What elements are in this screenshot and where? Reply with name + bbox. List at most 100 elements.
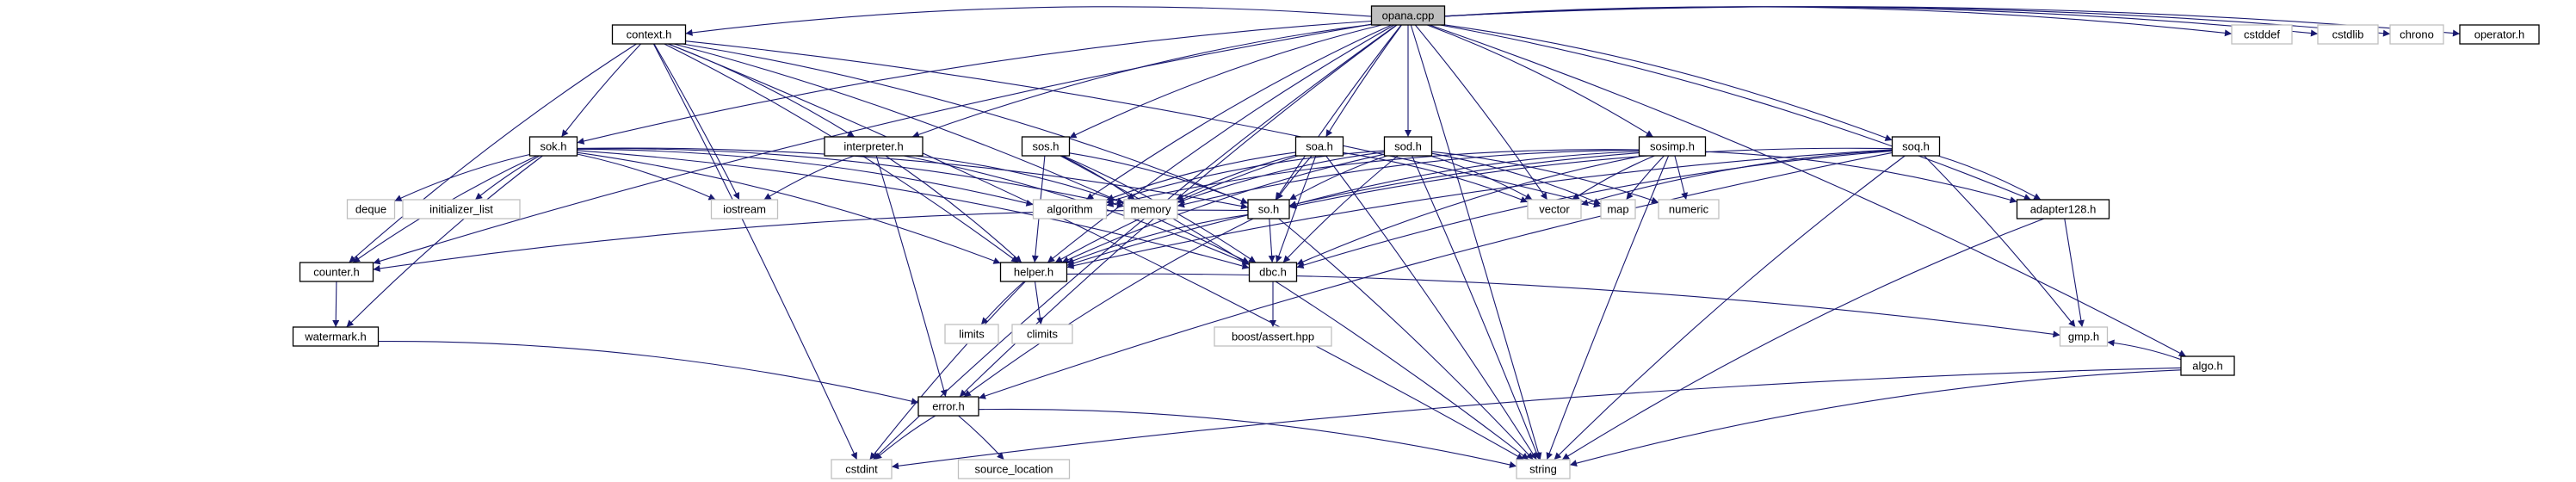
edge-opana-to-soa (1325, 24, 1402, 138)
edge-interpreter-to-helper (885, 155, 1022, 263)
node-box (2180, 355, 2235, 376)
node-label: climits (1027, 328, 1059, 341)
node-label: source_location (974, 463, 1053, 476)
node-box (957, 459, 1071, 479)
node-counter[interactable]: counter.h (299, 262, 374, 282)
node-label: cstddef (2244, 28, 2280, 41)
node-algo[interactable]: algo.h (2180, 355, 2235, 376)
node-label: soa.h (1306, 140, 1333, 153)
edge-so-to-error (963, 218, 1254, 398)
node-label: deque (355, 203, 386, 216)
node-boost-assert: boost/assert.hpp (1214, 326, 1332, 347)
node-box (1021, 136, 1071, 157)
node-box (1600, 199, 1636, 219)
node-box (1891, 136, 1941, 157)
edge-algo-to-string (1569, 369, 2182, 467)
node-cstdint: cstdint (831, 459, 893, 479)
node-cstdlib: cstdlib (2317, 24, 2379, 45)
edge-soa-to-string (1325, 155, 1537, 460)
node-string: string (1516, 459, 1571, 479)
edge-sosimp-to-vector (1572, 155, 1655, 201)
node-memory: memory (1123, 199, 1178, 219)
edge-sok-to-algorithm (577, 148, 1034, 207)
node-label: watermark.h (304, 331, 367, 343)
edge-opana-to-helper (1047, 24, 1395, 263)
edge-layer (332, 6, 2461, 470)
edge-opana-to-cstdint (872, 24, 1398, 460)
edge-opana-to-chrono (1444, 6, 2391, 37)
edge-sosimp-to-numeric (1674, 155, 1689, 201)
node-dbc[interactable]: dbc.h (1248, 262, 1298, 282)
edge-context-to-map (685, 40, 1602, 208)
edge-sok-to-iostream (577, 153, 716, 201)
node-gmp: gmp.h (2059, 326, 2109, 347)
edge-soq-to-gmp (1924, 155, 2076, 328)
node-box (1383, 136, 1433, 157)
node-deque: deque (346, 199, 396, 219)
edge-opana-to-sos (1069, 24, 1382, 139)
edge-opana-to-so (1275, 24, 1402, 201)
node-box (1248, 262, 1298, 282)
edge-soq-to-so (1288, 147, 1893, 209)
node-layer: opana.cpp context.h sok.h interpreter.h sos.… (292, 5, 2540, 479)
node-soa[interactable]: soa.h (1294, 136, 1344, 157)
edge-soq-to-dbc (1296, 150, 1893, 269)
node-sok[interactable]: sok.h (528, 136, 578, 157)
edge-error-to-source_location (958, 415, 1004, 460)
edge-helper-to-cstdint (869, 281, 1026, 460)
node-box (824, 136, 924, 157)
node-label: vector (1539, 203, 1570, 216)
node-label: string (1529, 463, 1557, 476)
edge-soq-to-adapter128 (1937, 155, 2042, 201)
node-numeric: numeric (1658, 199, 1720, 219)
node-box (611, 24, 687, 45)
node-label: interpreter.h (843, 140, 903, 153)
node-box (999, 262, 1068, 282)
node-label: cstdlib (2332, 28, 2364, 41)
edge-sod-to-map (1431, 152, 1602, 205)
node-sos[interactable]: sos.h (1021, 136, 1071, 157)
edge-opana-to-context (685, 6, 1372, 36)
edge-opana-to-algorithm (1085, 24, 1393, 201)
node-context[interactable]: context.h (611, 24, 687, 45)
node-box (2459, 24, 2540, 45)
node-interpreter[interactable]: interpreter.h (824, 136, 924, 157)
node-helper[interactable]: helper.h (999, 262, 1068, 282)
node-iostream: iostream (710, 199, 779, 219)
node-operator[interactable]: operator.h (2459, 24, 2540, 45)
node-label: numeric (1669, 203, 1709, 216)
node-error[interactable]: error.h (917, 396, 979, 417)
edge-opana-to-adapter128 (1440, 24, 2032, 201)
node-box (1516, 459, 1571, 479)
edge-sod-to-vector (1430, 155, 1533, 201)
node-adapter128[interactable]: adapter128.h (2016, 199, 2110, 219)
node-sosimp[interactable]: sosimp.h (1638, 136, 1707, 157)
node-label: initializer_list (429, 203, 493, 216)
node-label: gmp.h (2068, 331, 2099, 343)
edge-context-to-cstdint (652, 43, 858, 460)
node-soq[interactable]: soq.h (1891, 136, 1941, 157)
node-label: sos.h (1032, 140, 1059, 153)
node-label: counter.h (313, 266, 360, 279)
node-watermark[interactable]: watermark.h (292, 326, 380, 347)
node-vector: vector (1527, 199, 1582, 219)
node-box (1370, 5, 1446, 26)
edge-opana-to-counter (373, 23, 1372, 265)
edge-so-to-helper (1066, 213, 1249, 264)
edge-sod-to-helper (1061, 153, 1385, 263)
node-so[interactable]: so.h (1247, 199, 1290, 219)
node-label: sok.h (540, 140, 566, 153)
node-label: dbc.h (1259, 266, 1287, 279)
node-climits: climits (1011, 324, 1073, 344)
node-box (402, 199, 521, 219)
edge-interpreter-to-memory (915, 155, 1125, 205)
node-opana[interactable]: opana.cpp (1370, 5, 1446, 26)
node-box (2317, 24, 2379, 45)
edge-opana-to-sok (577, 20, 1372, 145)
edge-sos-to-string (1059, 155, 1529, 460)
edge-soq-to-helper (1066, 149, 1893, 269)
edge-soq-to-error (978, 151, 1893, 399)
edge-sos-to-memory (1061, 155, 1135, 201)
edge-sok-to-deque (394, 153, 530, 201)
node-sod[interactable]: sod.h (1383, 136, 1433, 157)
